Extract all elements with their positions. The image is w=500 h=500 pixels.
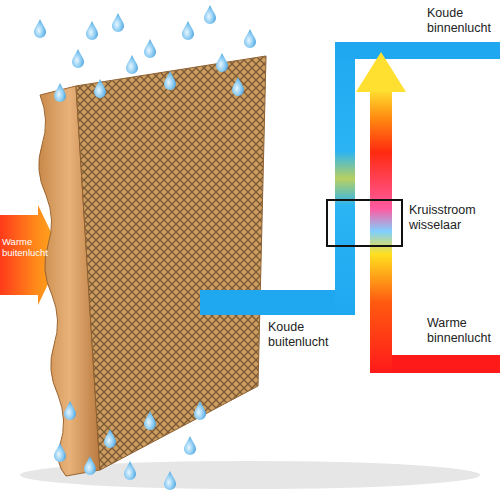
water-drop (86, 21, 98, 40)
air-label: Warme buitenlucht (2, 236, 38, 259)
water-drop (164, 71, 176, 90)
water-drops (34, 5, 256, 490)
water-drop (194, 401, 206, 420)
cold-air-riser (335, 42, 355, 315)
cooling-pad (76, 56, 266, 470)
water-drop (104, 429, 116, 448)
air-label: Koude binnenlucht (427, 6, 497, 36)
water-drop (144, 39, 156, 58)
water-drop (126, 55, 138, 74)
water-drop (204, 5, 216, 24)
water-drop (244, 29, 256, 48)
water-drop (54, 83, 66, 102)
water-drop (112, 13, 124, 32)
water-drop (182, 21, 194, 40)
water-drop (72, 49, 84, 68)
water-drop (144, 411, 156, 430)
water-drop (64, 401, 76, 420)
water-drop (232, 77, 244, 96)
water-drop (54, 443, 66, 462)
air-label: Warme binnenlucht (427, 316, 497, 346)
warm-air-riser (370, 90, 392, 373)
exhaust-arrowhead (356, 52, 406, 92)
air-label: Kruisstroom wisselaar (409, 203, 497, 233)
air-label: Koude buitenlucht (268, 320, 338, 350)
water-drop (94, 79, 106, 98)
pad-sheen (76, 56, 266, 470)
water-drop (164, 471, 176, 490)
water-drop (34, 19, 46, 38)
water-drop (184, 436, 196, 455)
cross-flow-exchanger-box (327, 200, 402, 246)
water-drop (216, 53, 228, 72)
water-drop (84, 456, 96, 475)
water-drop (124, 461, 136, 480)
cold-inside-air-duct (335, 42, 500, 59)
cold-outside-air-duct (200, 290, 355, 315)
